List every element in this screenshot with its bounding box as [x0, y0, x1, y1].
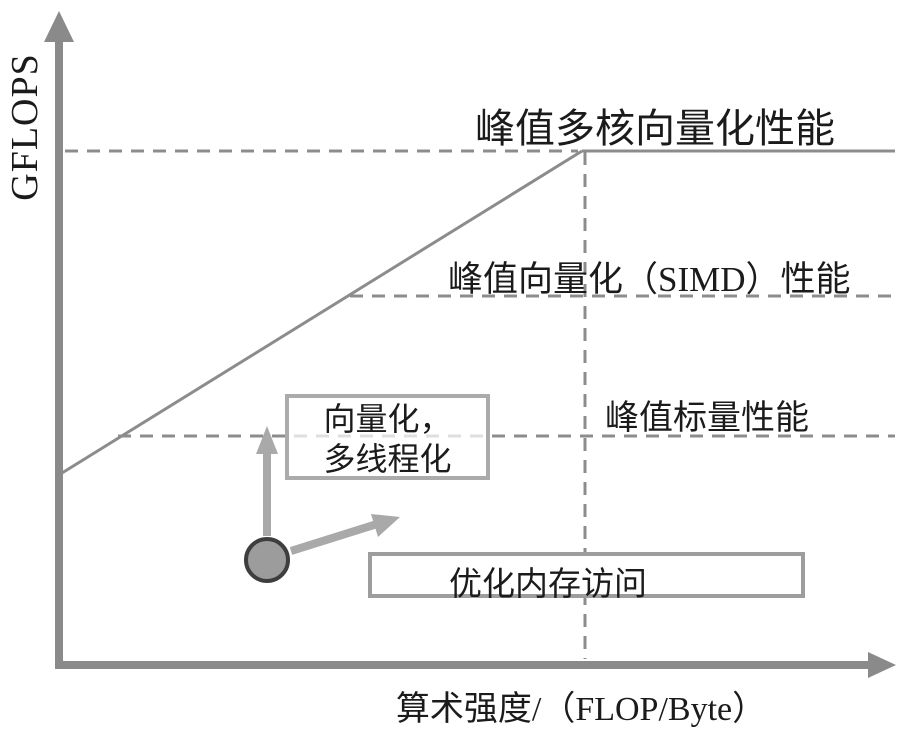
vectorize-multithread-label-line2: 多线程化 [323, 441, 452, 477]
optimize-memory-box [368, 552, 805, 598]
peak-vector-simd-label: 峰值向量化（SIMD）性能 [448, 260, 851, 299]
x-axis-label: 算术强度/（FLOP/Byte） [395, 691, 767, 728]
up-arrow-head-icon [256, 426, 278, 454]
roofline-memory-bound-slope [61, 149, 583, 475]
vectorize-multithread-label-line1: 向量化， [323, 401, 452, 437]
right-arrow-head-icon [371, 514, 400, 537]
peak-scalar-label: 峰值标量性能 [605, 400, 809, 437]
x-axis-arrowhead-icon [868, 652, 896, 678]
optimize-memory-label: 优化内存访问 [449, 567, 647, 603]
peak-multicore-vector-label: 峰值多核向量化性能 [475, 106, 835, 151]
y-axis-label: GFLOPS [4, 53, 46, 201]
y-axis-arrowhead-icon [44, 11, 74, 42]
right-arrow-shaft [289, 520, 379, 555]
vectorize-multithread-box [285, 394, 490, 480]
vectorize-multithread-label: 向量化， 多线程化 [287, 399, 488, 479]
kernel-data-point [244, 537, 290, 583]
